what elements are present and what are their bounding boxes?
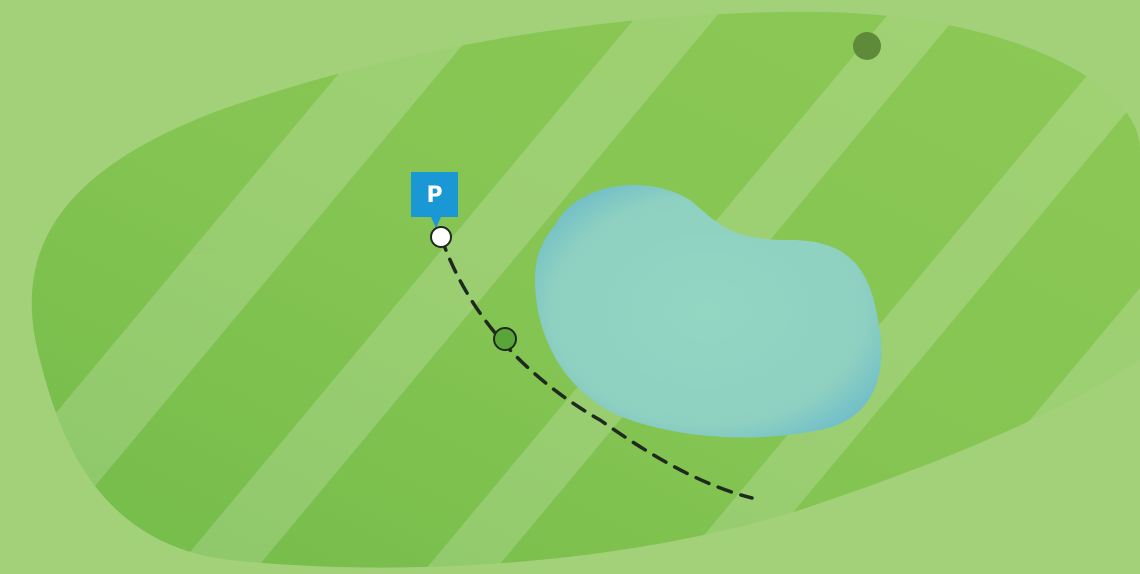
hole-cup	[853, 32, 881, 60]
aim-point-marker[interactable]	[494, 328, 516, 350]
player-badge-label: P	[426, 183, 442, 208]
golf-ball	[431, 227, 451, 247]
